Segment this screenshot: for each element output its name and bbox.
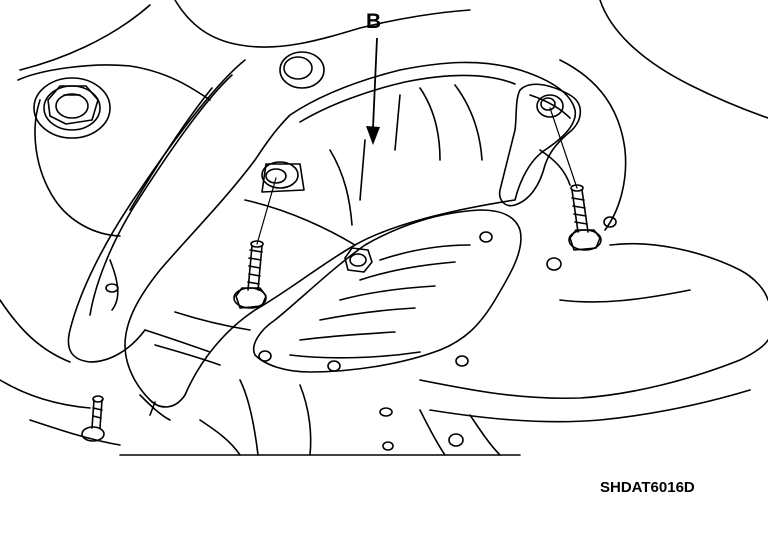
side-rail-left — [67, 59, 246, 363]
hex-nut-upper-left — [33, 77, 111, 139]
mounting-bracket-right — [498, 83, 582, 207]
bolt-hole-bracket-right — [536, 94, 564, 118]
callout-arrow-b — [366, 37, 380, 145]
nut-small-1 — [258, 216, 617, 451]
round-hole-top — [279, 51, 325, 89]
assembly-guide-lines — [256, 107, 578, 245]
callout-label-b: B — [366, 10, 381, 33]
nut-center — [344, 247, 373, 273]
figure-code: SHDAT6016D — [600, 479, 695, 496]
under-cover-shield-b — [124, 61, 576, 421]
vehicle-body-outline — [0, 0, 768, 456]
bolt-lower-left — [81, 395, 105, 442]
heat-shield-lower — [253, 209, 522, 373]
bolt-left — [233, 240, 267, 309]
bolt-hole-shield-left — [261, 161, 305, 193]
bolt-right — [568, 184, 602, 251]
